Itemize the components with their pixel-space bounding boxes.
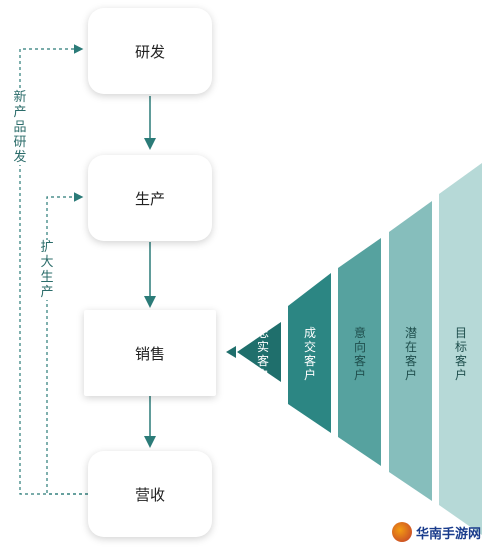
funnel-label-4: 潜在客户 bbox=[404, 326, 417, 382]
funnel-label-5: 目标客户 bbox=[454, 326, 467, 382]
loop-expand-production-label: 扩大生产 bbox=[39, 240, 55, 300]
sales-label: 销售 bbox=[134, 344, 165, 363]
loop-expand-production-path bbox=[46, 192, 88, 495]
funnel-pointer bbox=[226, 346, 236, 358]
watermark-icon bbox=[392, 522, 412, 542]
revenue-box: 营收 bbox=[88, 451, 212, 537]
funnel-layer-5 bbox=[439, 163, 482, 535]
sales-box: 销售 bbox=[84, 310, 216, 396]
funnel-layer-2 bbox=[288, 273, 331, 433]
funnel-layer-3 bbox=[338, 238, 381, 466]
loop-new-product-label: 新产品研发 bbox=[12, 90, 28, 165]
loop-new-product-path bbox=[19, 44, 88, 495]
revenue-label: 营收 bbox=[134, 485, 165, 504]
funnel-label-3: 意向客户 bbox=[353, 326, 366, 382]
rd-label: 研发 bbox=[134, 42, 165, 61]
funnel-layer-4 bbox=[389, 201, 432, 501]
funnel-label-1: 忠实客户 bbox=[256, 326, 269, 382]
watermark-logo: 华南手游网 bbox=[392, 520, 496, 544]
watermark-text: 华南手游网 bbox=[416, 526, 482, 542]
funnel-label-2: 成交客户 bbox=[303, 326, 316, 382]
production-label: 生产 bbox=[134, 189, 165, 208]
production-box: 生产 bbox=[88, 155, 212, 241]
rd-box: 研发 bbox=[88, 8, 212, 94]
funnel-layer-1 bbox=[237, 322, 281, 382]
